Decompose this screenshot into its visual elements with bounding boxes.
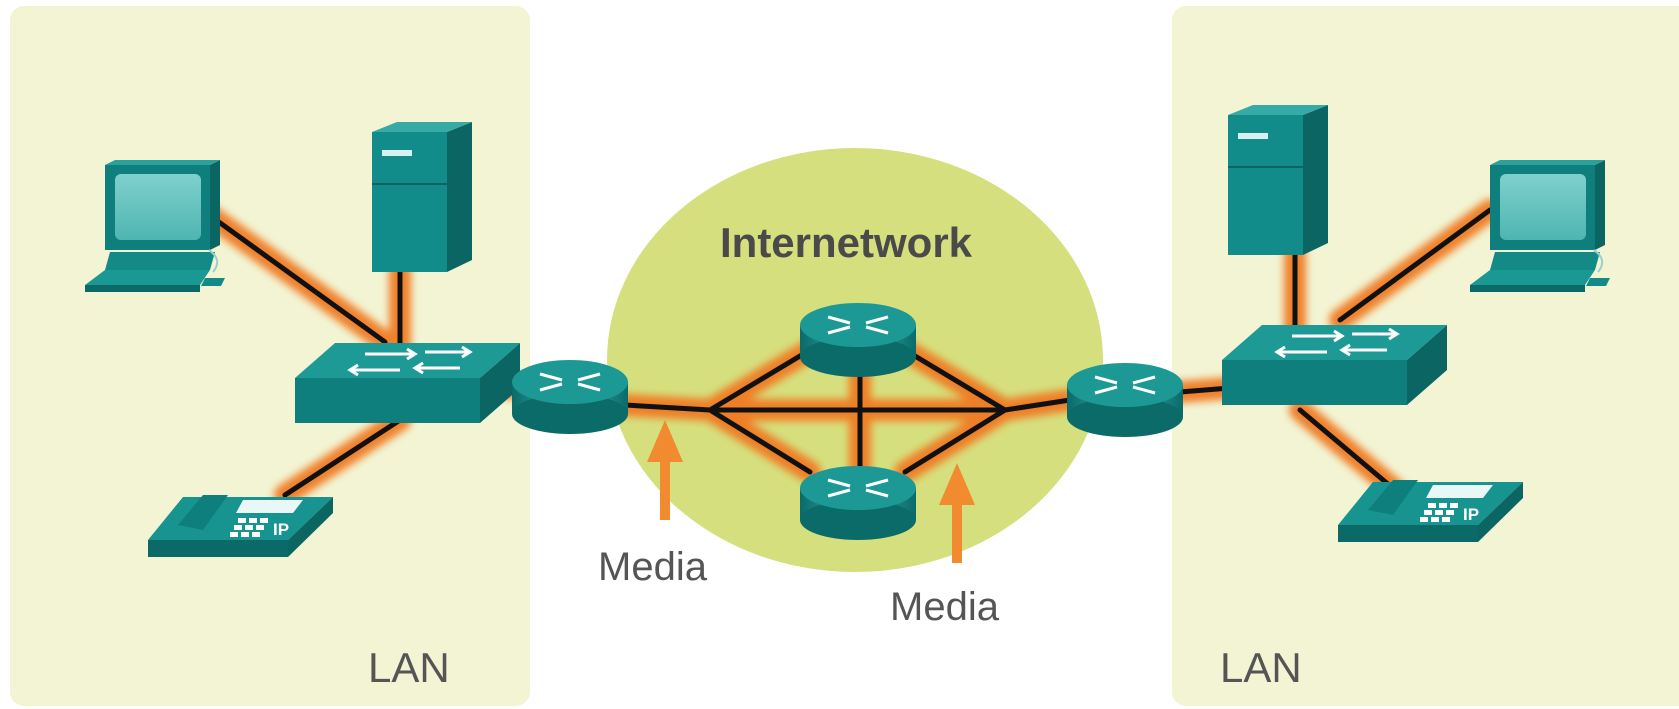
router-icon (800, 466, 916, 540)
server-icon (372, 122, 472, 272)
router-icon (512, 360, 628, 434)
media-label-left: Media (598, 545, 708, 589)
lan-label-left: LAN (368, 644, 450, 691)
switch-icon (295, 343, 520, 423)
phone-ip-badge-left: IP (273, 520, 289, 539)
lan-label-right: LAN (1220, 644, 1302, 691)
ip-phone-icon: IP (1338, 480, 1523, 542)
pc-icon (1470, 160, 1610, 292)
arrow-up-icon (939, 463, 975, 563)
media-label-right: Media (890, 585, 1000, 629)
internetwork-label: Internetwork (720, 219, 973, 266)
ip-phone-icon: IP (148, 495, 333, 557)
pc-icon (85, 160, 225, 292)
router-icon (800, 303, 916, 377)
router-icon (1067, 363, 1183, 437)
arrow-up-icon (647, 420, 683, 520)
server-icon (1228, 105, 1328, 255)
phone-ip-badge-right: IP (1463, 505, 1479, 524)
switch-icon (1222, 325, 1447, 405)
